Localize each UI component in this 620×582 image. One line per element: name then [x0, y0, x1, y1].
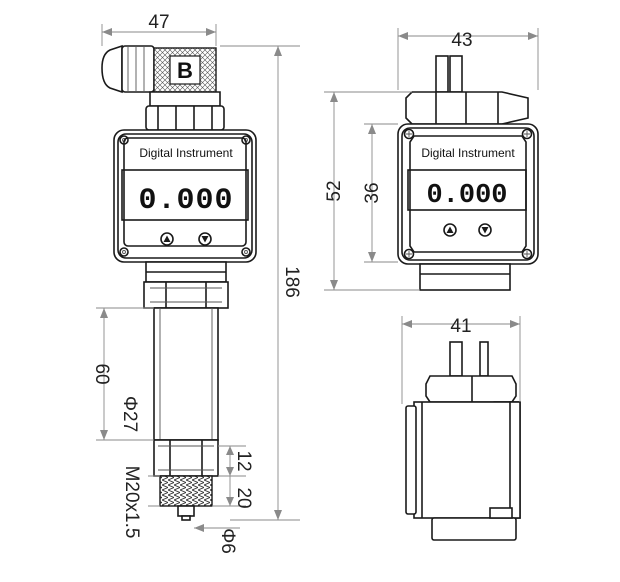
- dim-front-width: 47: [148, 12, 169, 33]
- tip: [177, 505, 195, 517]
- front-upper-hex: [143, 281, 229, 309]
- front-display-reading: 0.000: [138, 184, 233, 218]
- side-view: Digital Instrument 0.000: [397, 55, 539, 291]
- dim-hex-height: 12: [233, 450, 254, 471]
- plug-letter-label: B: [177, 58, 193, 83]
- down-triangle-icon: [478, 223, 492, 237]
- dim-stem-length: 60: [91, 363, 112, 384]
- side-bottom-neck: [419, 263, 511, 291]
- dim-stem-diameter: Φ27: [119, 396, 140, 432]
- down-triangle-icon: [198, 232, 212, 246]
- dim-thread-length: 20: [233, 487, 254, 508]
- dim-thread-spec: M20x1.5: [121, 466, 142, 539]
- dim-bottom-width: 41: [450, 316, 471, 337]
- front-view: B Digital Instrument 0.000: [101, 44, 257, 521]
- up-triangle-icon: [443, 223, 457, 237]
- bottom-dimensions: 41: [401, 316, 521, 404]
- gland-nut: [145, 105, 225, 131]
- dim-side-width: 43: [451, 30, 472, 51]
- plug-connector: B: [101, 44, 221, 107]
- dim-head-height: 52: [324, 180, 345, 201]
- up-triangle-icon: [160, 232, 174, 246]
- dim-tip-diameter: Φ6: [217, 528, 238, 554]
- side-dimensions: 43 52 36: [324, 28, 539, 291]
- dim-panel-height: 36: [362, 182, 383, 203]
- front-dimensions: 47 186 60 Φ27 12 20 M20x1.5 Φ6: [91, 12, 302, 554]
- side-housing: Digital Instrument 0.000: [397, 123, 539, 265]
- front-lower-hex: [153, 439, 219, 477]
- side-hex-cap: [405, 91, 529, 125]
- side-display-reading: 0.000: [426, 181, 507, 211]
- dim-overall-height: 186: [281, 266, 302, 298]
- side-top-pin: [435, 55, 449, 93]
- thread: [159, 475, 213, 507]
- bottom-view: [405, 341, 521, 541]
- side-panel-title: Digital Instrument: [421, 146, 515, 160]
- stem: [153, 307, 219, 441]
- front-panel-title: Digital Instrument: [139, 146, 233, 160]
- front-housing: Digital Instrument 0.000: [113, 129, 257, 263]
